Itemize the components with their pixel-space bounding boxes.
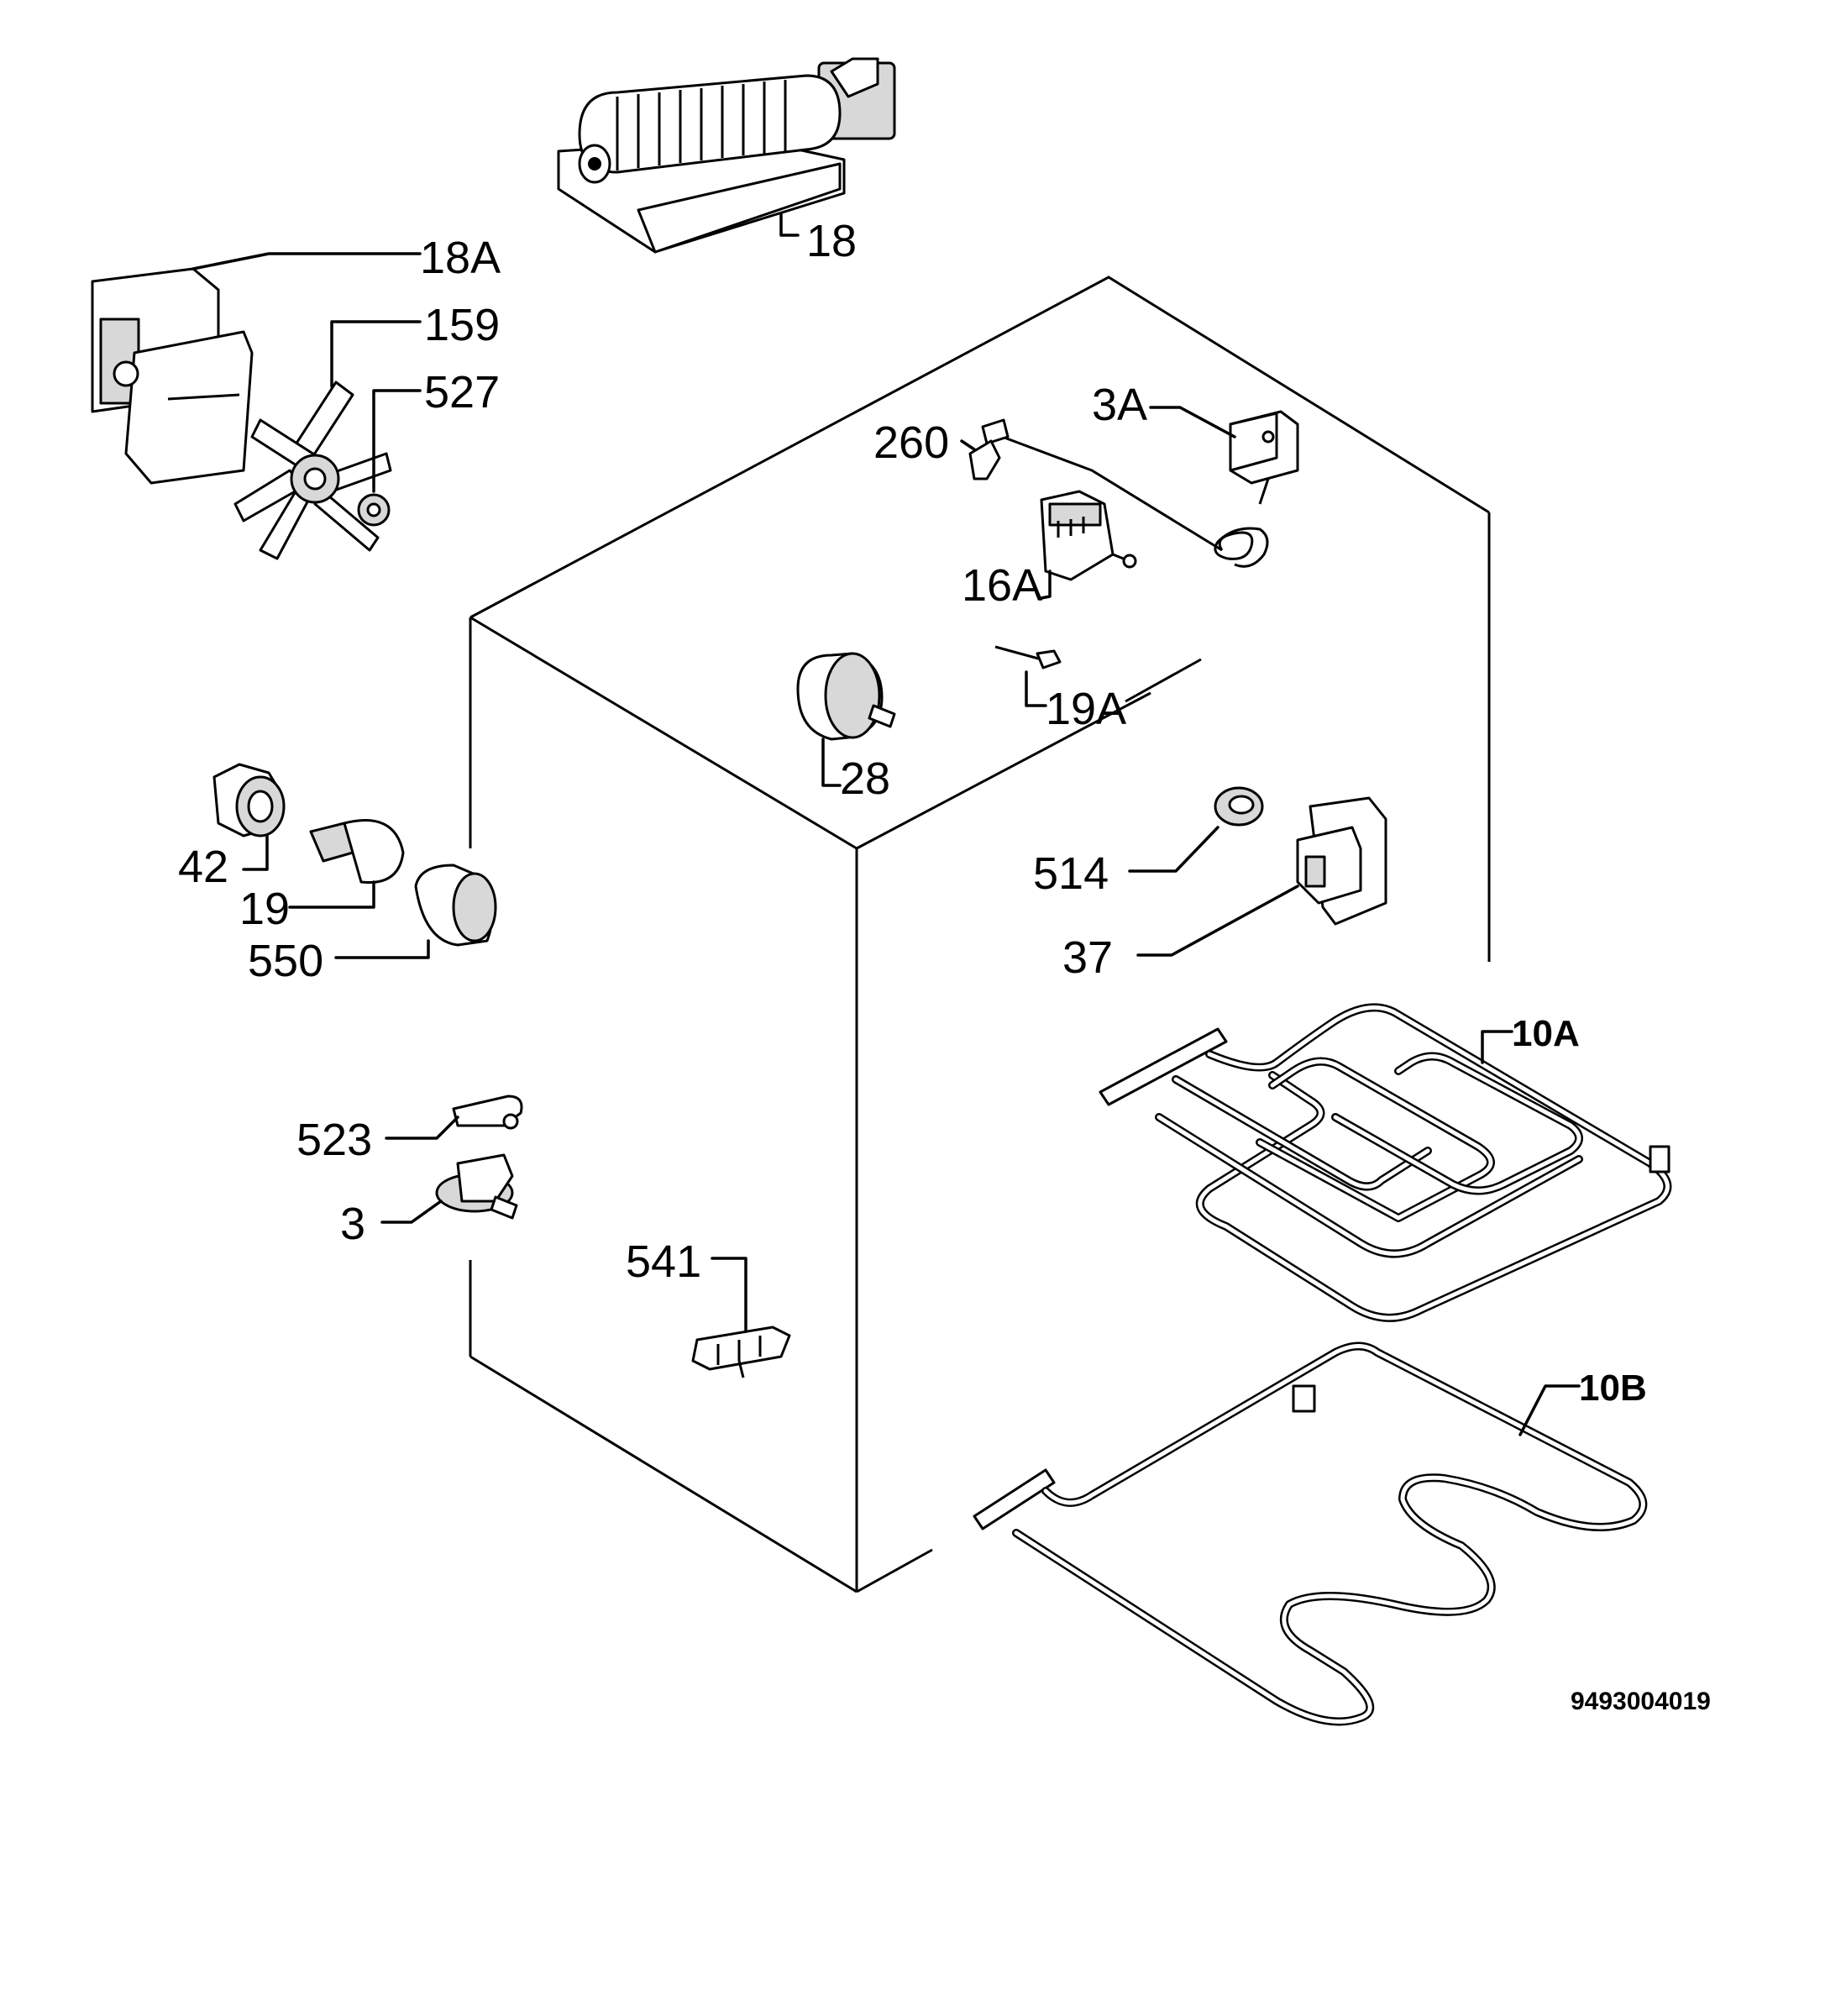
probe-clip-part xyxy=(968,439,1001,480)
label-10B: 10B xyxy=(1579,1368,1647,1409)
label-19: 19 xyxy=(239,884,290,934)
label-260: 260 xyxy=(873,417,949,468)
tangential-fan-part xyxy=(557,57,896,254)
fan-impeller-part xyxy=(233,381,392,560)
thermal-bracket-part xyxy=(452,1095,523,1130)
label-3A: 3A xyxy=(1092,380,1147,430)
label-16A: 16A xyxy=(962,560,1042,611)
label-527: 527 xyxy=(424,367,500,417)
label-37: 37 xyxy=(1062,932,1113,983)
label-19A: 19A xyxy=(1046,684,1126,734)
indicator-lamp-part xyxy=(994,645,1062,669)
lamp-holder-part xyxy=(212,763,286,837)
oven-cabinet-outline xyxy=(469,276,1491,1593)
label-28: 28 xyxy=(840,753,890,804)
top-heating-element-part xyxy=(1099,1003,1672,1322)
terminal-block-part xyxy=(691,1326,791,1378)
label-42: 42 xyxy=(178,842,228,892)
drawing-reference-number: 9493004019 xyxy=(1571,1688,1711,1715)
safety-thermostat-part xyxy=(435,1153,518,1220)
label-3: 3 xyxy=(340,1199,365,1249)
door-switch-part xyxy=(1296,796,1387,926)
label-523: 523 xyxy=(296,1115,372,1165)
label-18: 18 xyxy=(806,216,857,266)
thermostat-3A-part xyxy=(981,410,1299,568)
selector-switch-part xyxy=(1040,490,1137,581)
label-18A: 18A xyxy=(420,233,501,283)
fan-nut-part xyxy=(357,493,391,527)
label-550: 550 xyxy=(248,936,323,986)
grommet-part xyxy=(1214,786,1264,827)
spit-motor-part xyxy=(796,652,896,741)
fan-motor-part xyxy=(91,267,254,485)
bottom-heating-element-part xyxy=(973,1341,1648,1726)
label-541: 541 xyxy=(626,1236,701,1287)
oven-lamp-bulb-part xyxy=(309,819,405,885)
label-159: 159 xyxy=(424,300,500,350)
lamp-cover-part xyxy=(414,864,497,947)
label-514: 514 xyxy=(1033,848,1109,899)
label-10A: 10A xyxy=(1512,1013,1580,1054)
